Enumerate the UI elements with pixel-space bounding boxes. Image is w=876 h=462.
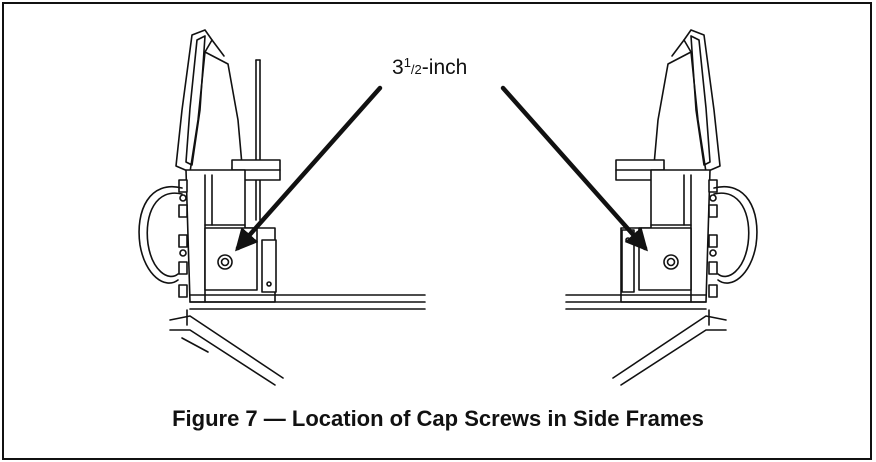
- callout-denominator: 2: [414, 62, 422, 77]
- right-side-frame: [565, 29, 758, 386]
- callout-unit: -inch: [421, 56, 468, 79]
- right-pointer-arrow: [500, 85, 648, 252]
- left-pointer-arrow: [235, 85, 383, 252]
- callout-whole: 3: [392, 56, 404, 79]
- callout-numerator: 1: [403, 55, 411, 70]
- left-side-frame: [138, 29, 426, 386]
- figure-caption: Figure 7 — Location of Cap Screws in Sid…: [172, 406, 704, 431]
- cap-screw-size-callout: 31/2-inch: [392, 55, 468, 79]
